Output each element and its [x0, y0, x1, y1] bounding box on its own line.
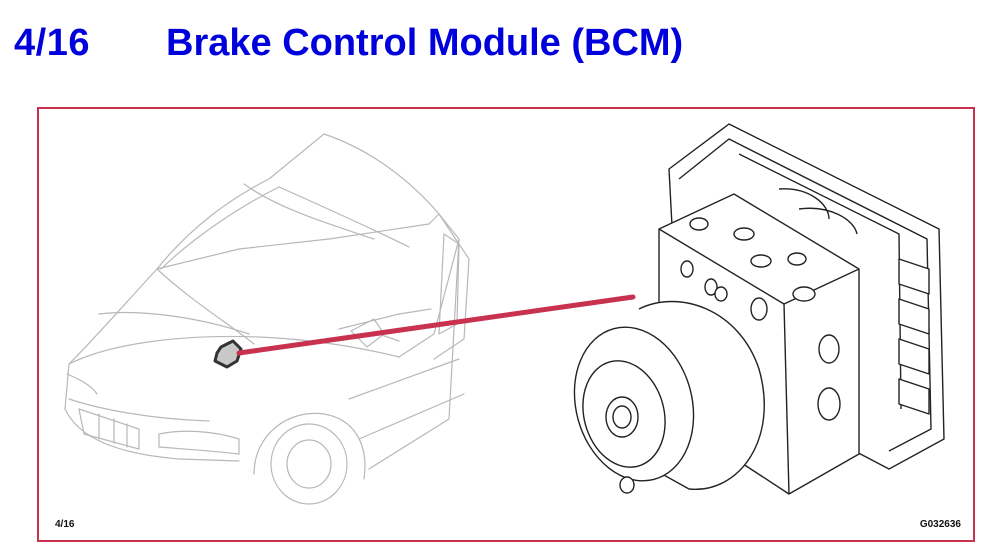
page-title: Brake Control Module (BCM) — [166, 22, 684, 64]
page-reference: 4/16 — [55, 519, 75, 530]
figure-illustration — [64, 123, 945, 505]
brake-control-module-illustration — [573, 123, 945, 495]
section-number: 4/16 — [14, 22, 90, 64]
callout-line — [236, 294, 636, 356]
car-outline-illustration — [64, 133, 470, 505]
figure-id: G032636 — [919, 519, 961, 530]
bcm-location-marker — [213, 339, 243, 369]
page-header: 4/16 Brake Control Module (BCM) — [0, 0, 992, 90]
figure-frame: 4/16 G032636 — [37, 107, 975, 542]
